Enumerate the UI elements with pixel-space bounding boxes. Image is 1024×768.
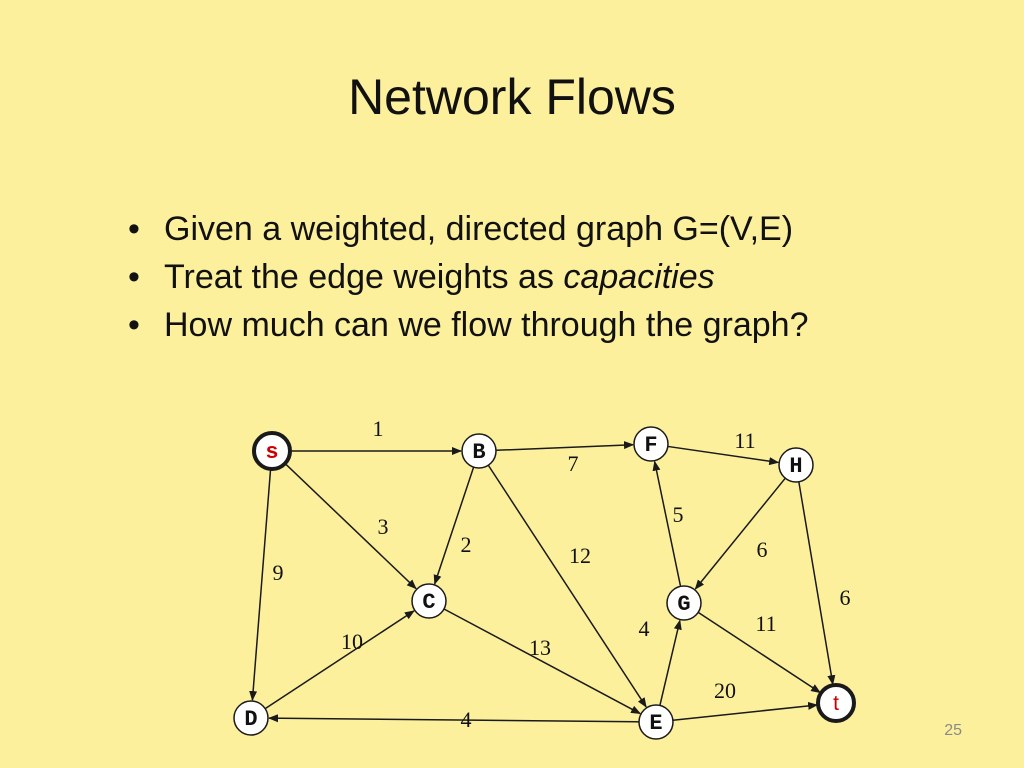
bullet-text: How much can we flow through the graph? [164, 306, 809, 344]
node-s: s [252, 431, 292, 471]
edge-weight-D-C: 10 [341, 629, 363, 654]
node-circle [461, 433, 497, 469]
edge-weight-s-B: 1 [373, 416, 384, 441]
edge-B-C [433, 466, 475, 585]
edge-weight-E-t: 20 [714, 678, 736, 703]
node-circle [233, 700, 269, 736]
node-label: G [677, 592, 690, 617]
edge-B-E [487, 464, 647, 708]
edge-E-t [672, 701, 819, 721]
node-label: E [649, 711, 662, 736]
node-circle [638, 704, 674, 740]
bullet-list: Given a weighted, directed graph G=(V,E)… [128, 205, 888, 349]
node-label: F [644, 433, 657, 458]
node-C: C [411, 583, 447, 619]
page-number: 25 [944, 722, 962, 739]
edges-layer [249, 441, 836, 723]
edge-s-D [249, 468, 272, 702]
node-label: D [244, 707, 257, 732]
edge-G-t [697, 611, 821, 694]
node-circle [252, 431, 292, 471]
bullet-item-capacities: Treat the edge weights as capacities [128, 253, 888, 301]
node-D: D [233, 700, 269, 736]
node-t: t [816, 683, 856, 723]
edge-weight-B-E: 12 [569, 543, 591, 568]
edge-H-G [694, 477, 786, 590]
node-label: s [265, 440, 278, 465]
node-circle [666, 585, 702, 621]
bullet-item-flow-question: How much can we flow through the graph? [128, 301, 888, 349]
edge-weight-H-G: 6 [757, 537, 768, 562]
edge-D-C [264, 610, 415, 710]
edge-weight-B-C: 2 [461, 532, 472, 557]
node-B: B [461, 433, 497, 469]
edge-B-F [495, 441, 635, 452]
edge-weight-G-F: 5 [673, 502, 684, 527]
edge-C-E [443, 608, 641, 715]
edge-s-C [284, 462, 417, 590]
edge-weight-G-t: 11 [755, 611, 776, 636]
node-label: t [833, 692, 839, 715]
node-circle [633, 426, 669, 462]
edge-weight-E-D: 4 [461, 707, 472, 732]
edge-weight-H-t: 6 [840, 585, 851, 610]
node-label: H [789, 454, 802, 479]
nodes-layer: s B F H C G D Et [233, 426, 856, 740]
node-circle [778, 447, 814, 483]
edge-weight-C-E: 13 [529, 635, 551, 660]
edge-weight-s-C: 3 [378, 514, 389, 539]
edge-H-t [798, 481, 836, 686]
node-F: F [633, 426, 669, 462]
bullet-text: Treat the edge weights as [164, 258, 564, 296]
node-H: H [778, 447, 814, 483]
node-circle [816, 683, 856, 723]
edge-G-F [652, 460, 682, 587]
edge-E-D [267, 714, 640, 723]
edge-weight-F-H: 11 [734, 428, 755, 453]
node-label: B [472, 440, 485, 465]
edge-weight-E-G: 4 [639, 616, 650, 641]
node-label: C [422, 590, 435, 615]
node-circle [411, 583, 447, 619]
node-G: G [666, 585, 702, 621]
edge-weight-B-F: 7 [568, 451, 579, 476]
edge-E-G [659, 619, 682, 706]
slide-title: Network Flows [348, 69, 676, 125]
node-E: E [638, 704, 674, 740]
edge-weight-s-D: 9 [273, 560, 284, 585]
bullet-emphasis: capacities [563, 258, 715, 296]
bullet-text: Given a weighted, directed graph G=(V,E) [164, 210, 794, 248]
edge-F-H [667, 445, 780, 466]
bullet-item-graph-definition: Given a weighted, directed graph G=(V,E) [128, 205, 888, 253]
